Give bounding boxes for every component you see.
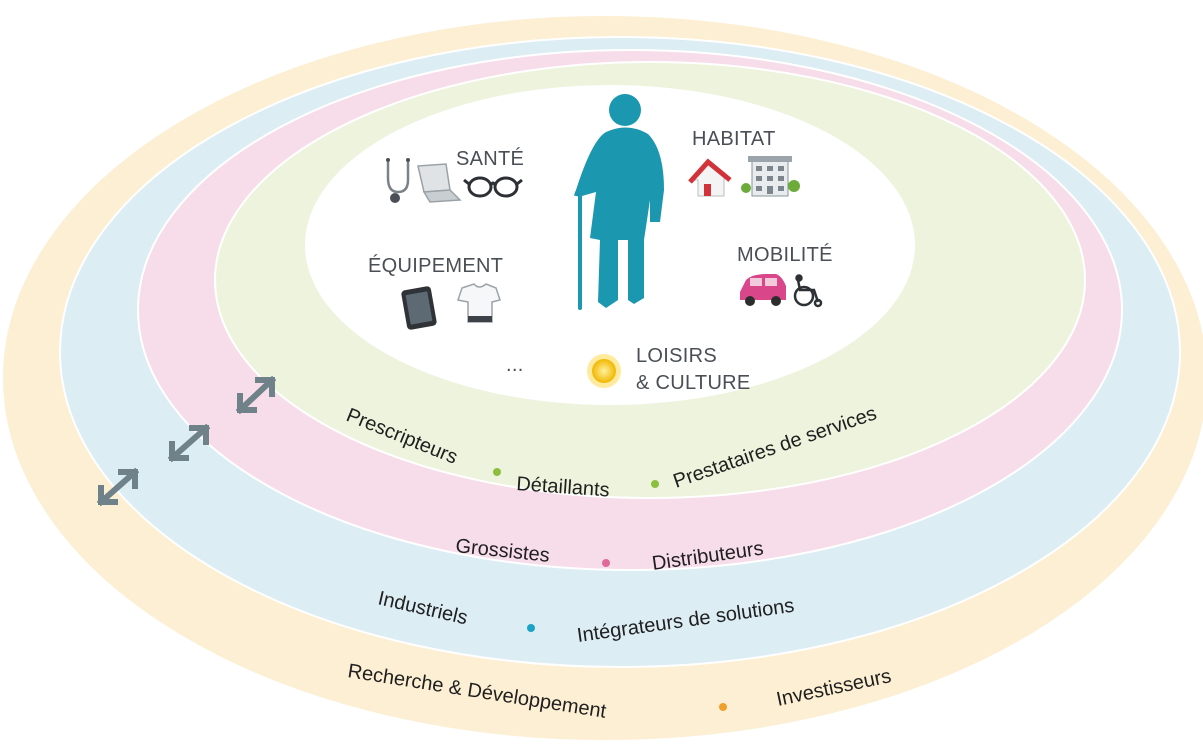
- domain-label-culture: & CULTURE: [636, 372, 751, 394]
- house-icon: [688, 158, 732, 197]
- ring-yellow-dot: [719, 703, 727, 711]
- wheelchair-icon: [793, 274, 823, 308]
- elderly-person-icon: [574, 94, 664, 310]
- stethoscope-icon: [386, 158, 410, 203]
- sun-icon: [587, 354, 621, 388]
- domain-label-sante: SANTÉ: [456, 148, 525, 170]
- tablet-icon: [401, 286, 437, 330]
- glasses-icon: [463, 176, 523, 198]
- domain-label-mobilite: MOBILITÉ: [737, 244, 833, 266]
- domain-label-habitat: HABITAT: [692, 128, 776, 150]
- car-icon: [740, 274, 786, 306]
- laptop-icon: [417, 163, 462, 203]
- tshirt-icon: [457, 283, 501, 323]
- domain-label-etc: ...: [506, 354, 524, 376]
- double-arrow-icon: [96, 467, 140, 507]
- ring-green-dot: [651, 480, 659, 488]
- ring-blue-dot: [527, 624, 535, 632]
- ring-green-dot: [493, 468, 501, 476]
- domain-label-loisirs: LOISIRS: [636, 345, 718, 367]
- ring-pink-dot: [602, 559, 610, 567]
- building-icon: [741, 156, 800, 197]
- double-arrow-icons: [96, 375, 277, 507]
- double-arrow-icon: [235, 375, 277, 415]
- double-arrow-icon: [167, 423, 211, 463]
- domain-label-equipement: ÉQUIPEMENT: [368, 255, 504, 277]
